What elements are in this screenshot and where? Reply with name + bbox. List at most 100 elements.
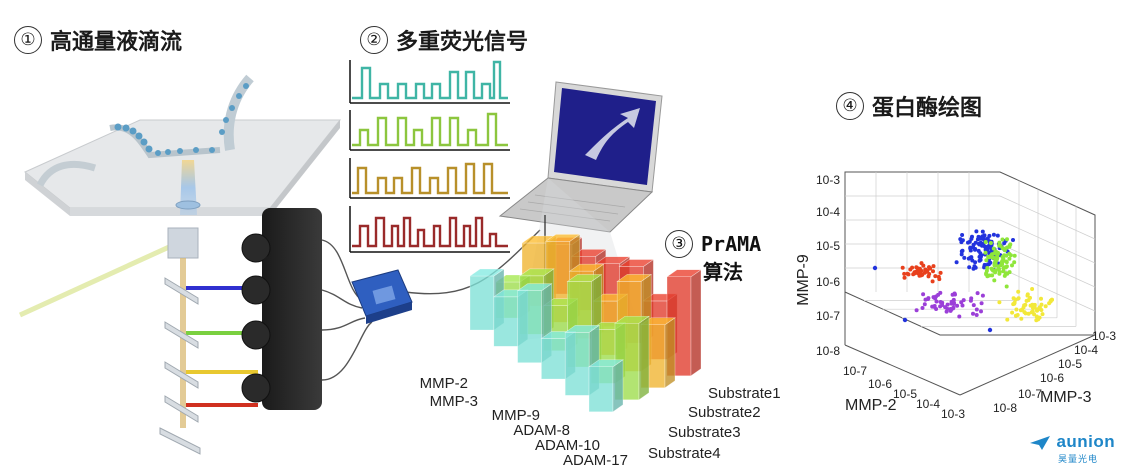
detector [241,208,322,270]
scatter-point [920,306,925,310]
scatter-point [933,296,938,301]
step-3-subtitle: 算法 [703,260,743,284]
detector [241,256,322,318]
tick-label: 10-5 [816,239,840,253]
y-axis-label: MMP-3 [1040,389,1092,406]
scatter-point [945,302,950,307]
x-axis-label: MMP-2 [845,397,897,414]
scatter-point [1016,289,1021,294]
scatter-point [1001,258,1006,263]
scatter-point [1000,237,1005,242]
scatter-point [1004,260,1009,265]
scatter-point [954,260,959,265]
scatter-point [1028,303,1033,308]
scatter-point [927,265,931,270]
scatter-point [1024,298,1029,303]
scatter-point [932,304,937,309]
scatter-point [943,305,948,310]
scatter-point [960,233,965,237]
scatter-point [967,265,972,270]
tick-label: 10-7 [816,309,840,323]
scatter-point [923,297,928,302]
scatter-point [958,237,963,242]
scatter-point [900,265,905,270]
scatter-point [1014,307,1019,312]
scatter-point [979,309,983,314]
scatter-point [1004,284,1009,289]
scatter-point [1020,307,1025,312]
row-label: MMP-9 [492,407,540,424]
col-label: Substrate3 [668,424,741,441]
scatter-point [951,298,956,303]
scatter-point [1034,314,1039,319]
laptop [498,81,663,233]
step-label: 蛋白酶绘图 [872,96,983,121]
scatter-point [979,301,984,306]
scatter-point [922,302,927,307]
scatter-point [976,248,981,253]
scatter-point [992,262,997,267]
scatter-point [1023,302,1028,307]
scatter-point [1023,311,1028,316]
protease-3d-scatter: 10-3 10-4 10-5 10-6 10-7 10-8 10-7 10-6 … [795,171,1116,421]
row-label: ADAM-8 [513,422,570,439]
scatter-point [1005,245,1010,250]
brand-logo: aunion 昊量光电 [1028,432,1115,465]
scatter-point [908,267,913,272]
scatter-point [902,271,907,276]
scatter-point [1016,296,1021,301]
scatter-point [938,270,943,275]
signal-trace [349,60,510,104]
scatter-points [872,229,1054,333]
droplets [114,83,249,156]
step-number: ② [360,26,388,54]
scatter-point [940,303,945,307]
scatter-point [1039,296,1043,301]
tick-label: 10-3 [816,173,840,187]
scatter-point [1028,295,1032,300]
scatter-point [991,246,996,251]
scatter-point [975,237,980,242]
scatter-point [990,273,995,278]
scatter-point [936,292,941,297]
scatter-point [1000,262,1005,266]
scatter-point [995,233,1000,238]
scatter-point [971,245,975,250]
scatter-point [969,296,974,301]
scatter-point [1050,297,1054,302]
bar-row-labels: MMP-2 MMP-3 MMP-9 ADAM-8 ADAM-10 ADAM-17 [420,375,628,469]
scatter-point [977,254,982,259]
tick-label: 10-6 [816,275,840,289]
tick-label: 10-4 [916,397,940,411]
scatter-point [992,278,997,283]
prama-3d-bar-chart [469,233,702,413]
scatter-point [938,300,943,304]
scatter-point [984,258,989,263]
scatter-point [959,249,964,254]
scatter-point [933,274,938,279]
scatter-point [923,268,928,272]
scatter-point [991,232,996,237]
scatter-point [961,298,966,303]
scatter-point [934,299,939,304]
step-number: ① [14,26,42,54]
scatter-point [997,300,1002,305]
col-label: Substrate2 [688,404,761,421]
row-label: ADAM-17 [563,452,628,469]
scatter-point [980,293,985,298]
scatter-point [902,275,907,280]
logo-arrow-icon [1030,435,1050,450]
scatter-point [983,240,988,244]
signal-trace [349,110,510,151]
scatter-point [1010,310,1015,315]
scatter-point [987,327,993,333]
scatter-point [952,291,957,296]
scatter-point [980,229,985,234]
scatter-point [962,255,967,260]
bar-col-labels: Substrate1 Substrate2 Substrate3 Substra… [648,385,781,462]
row-label: MMP-3 [430,393,478,410]
